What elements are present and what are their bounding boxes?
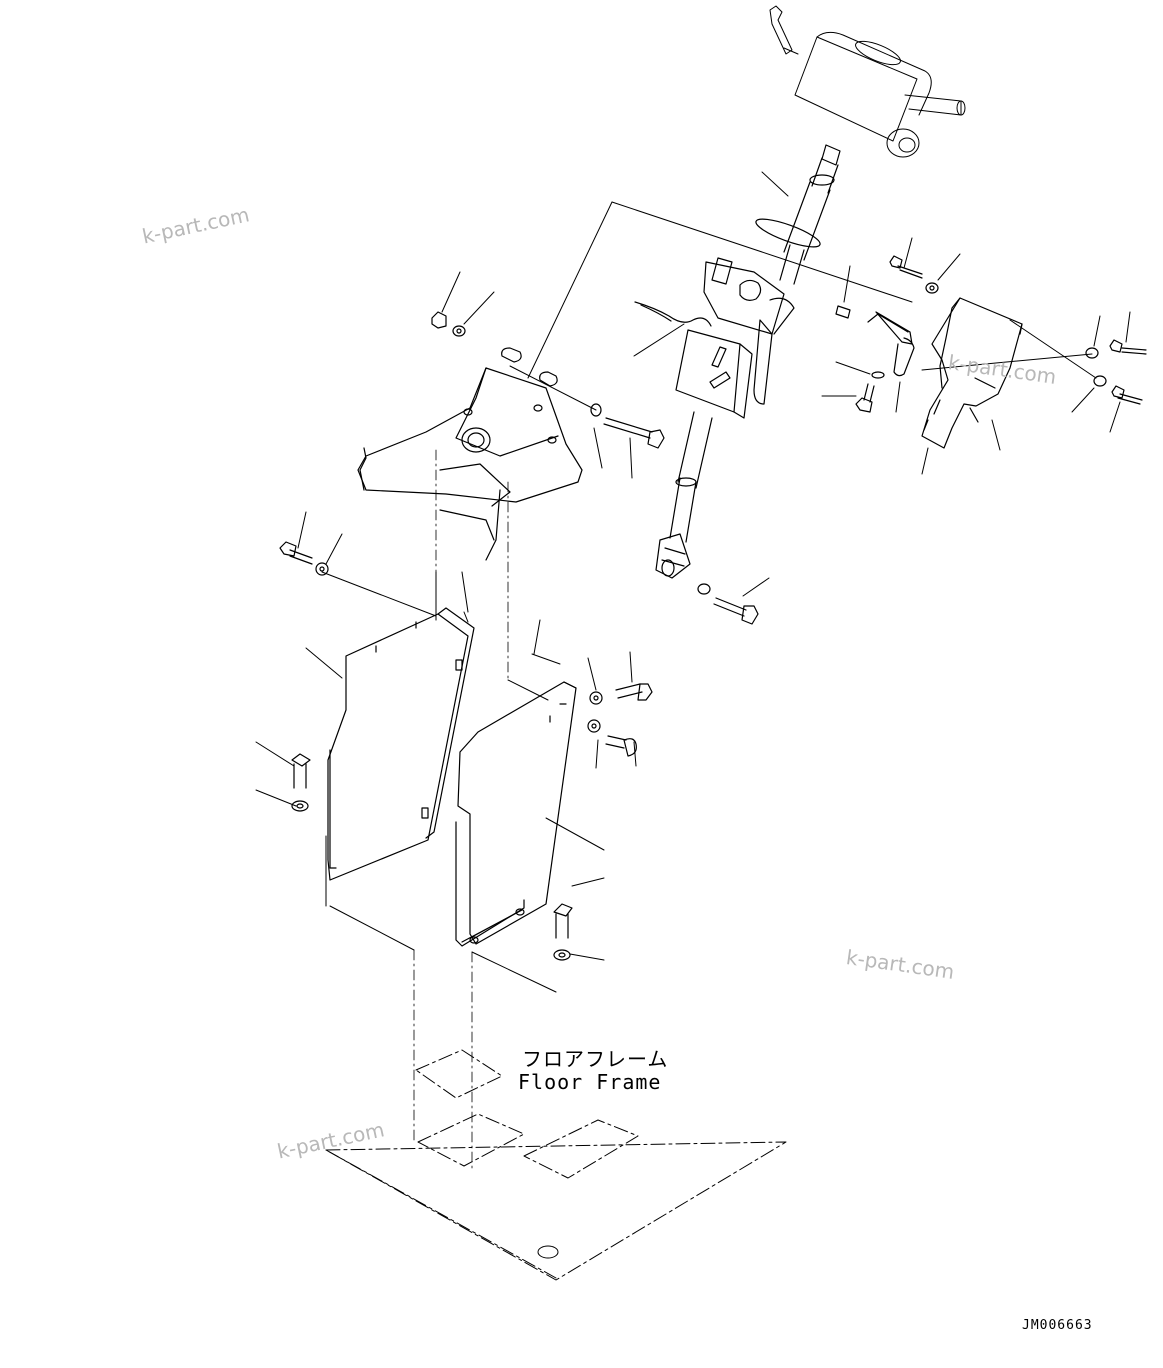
left-cover-panel [328,608,474,880]
joint-bolt [698,584,758,624]
column-cover [922,298,1022,448]
floor-frame-label-en: Floor Frame [518,1070,662,1094]
cover-fasteners [856,256,1146,412]
wire-harness [635,302,711,326]
left-panel-fasteners [280,542,328,811]
leader-lines-column [528,172,912,596]
drawing-code: JM006663 [1022,1318,1093,1333]
right-cover-panel [456,682,576,946]
steering-column [656,145,840,578]
column-bracket [358,368,582,560]
right-panel-fasteners [554,684,652,960]
floor-frame-label-jp: フロアフレーム [522,1047,669,1071]
steering-wheel-phantom [770,6,965,157]
tilt-lever [836,306,914,376]
bracket-fasteners [432,312,664,448]
leader-lines-right [822,238,1130,474]
leader-lines-panels [256,512,636,992]
leader-lines-bracket [442,272,632,478]
floor-frame-hole [538,1246,558,1258]
floor-frame-phantom [326,1050,786,1280]
